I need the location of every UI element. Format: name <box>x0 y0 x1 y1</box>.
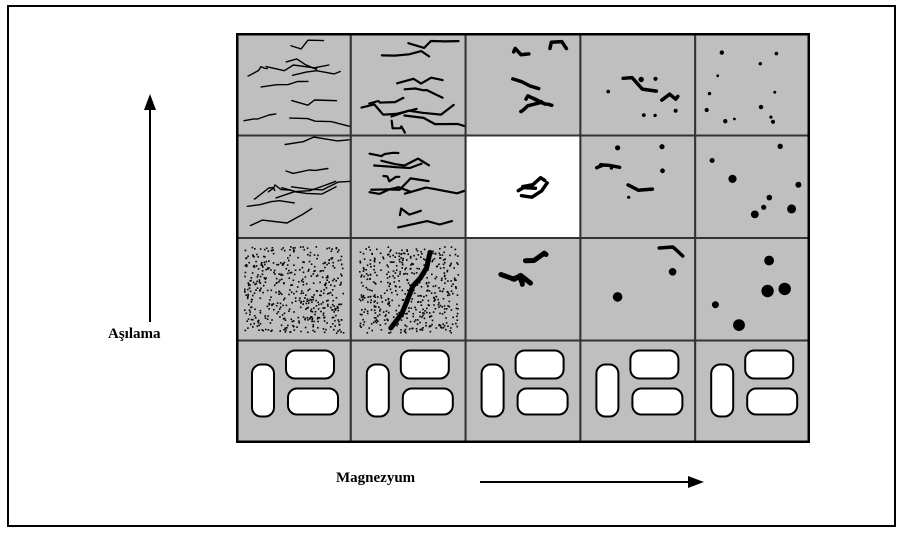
grid-cell-r1-c5 <box>695 33 810 136</box>
x-axis-label: Magnezyum <box>336 470 415 487</box>
grid-cell-r3-c1 <box>236 238 351 341</box>
grid-cell-r3-c4 <box>580 238 695 341</box>
y-axis-label: Aşılama <box>108 326 161 343</box>
grid-cell-r2-c3 <box>466 136 581 239</box>
grid-cell-r4-c5 <box>695 341 810 444</box>
grid-cell-r4-c2 <box>351 341 466 444</box>
graphite-morphology-grid <box>236 33 810 443</box>
grid-cell-r2-c5 <box>695 136 810 239</box>
grid-cell-r4-c4 <box>580 341 695 444</box>
grid-cell-r1-c1 <box>236 33 352 136</box>
grid-cell-r4-c3 <box>466 341 581 444</box>
grid-cell-r4-c1 <box>236 341 351 444</box>
grid-cell-r1-c4 <box>580 33 695 136</box>
vertical-arrow-icon <box>140 94 160 324</box>
grid-cell-r1-c3 <box>466 33 581 136</box>
grid-cell-r3-c3 <box>466 238 581 341</box>
grid-cell-r3-c2 <box>351 238 466 341</box>
grid-cell-r2-c1 <box>236 136 351 239</box>
grid-cell-r2-c2 <box>351 136 472 239</box>
horizontal-arrow-icon <box>480 474 705 490</box>
grid-cell-r1-c2 <box>351 33 468 136</box>
grid-cell-r2-c4 <box>580 136 695 239</box>
grid-cell-r3-c5 <box>695 238 810 341</box>
